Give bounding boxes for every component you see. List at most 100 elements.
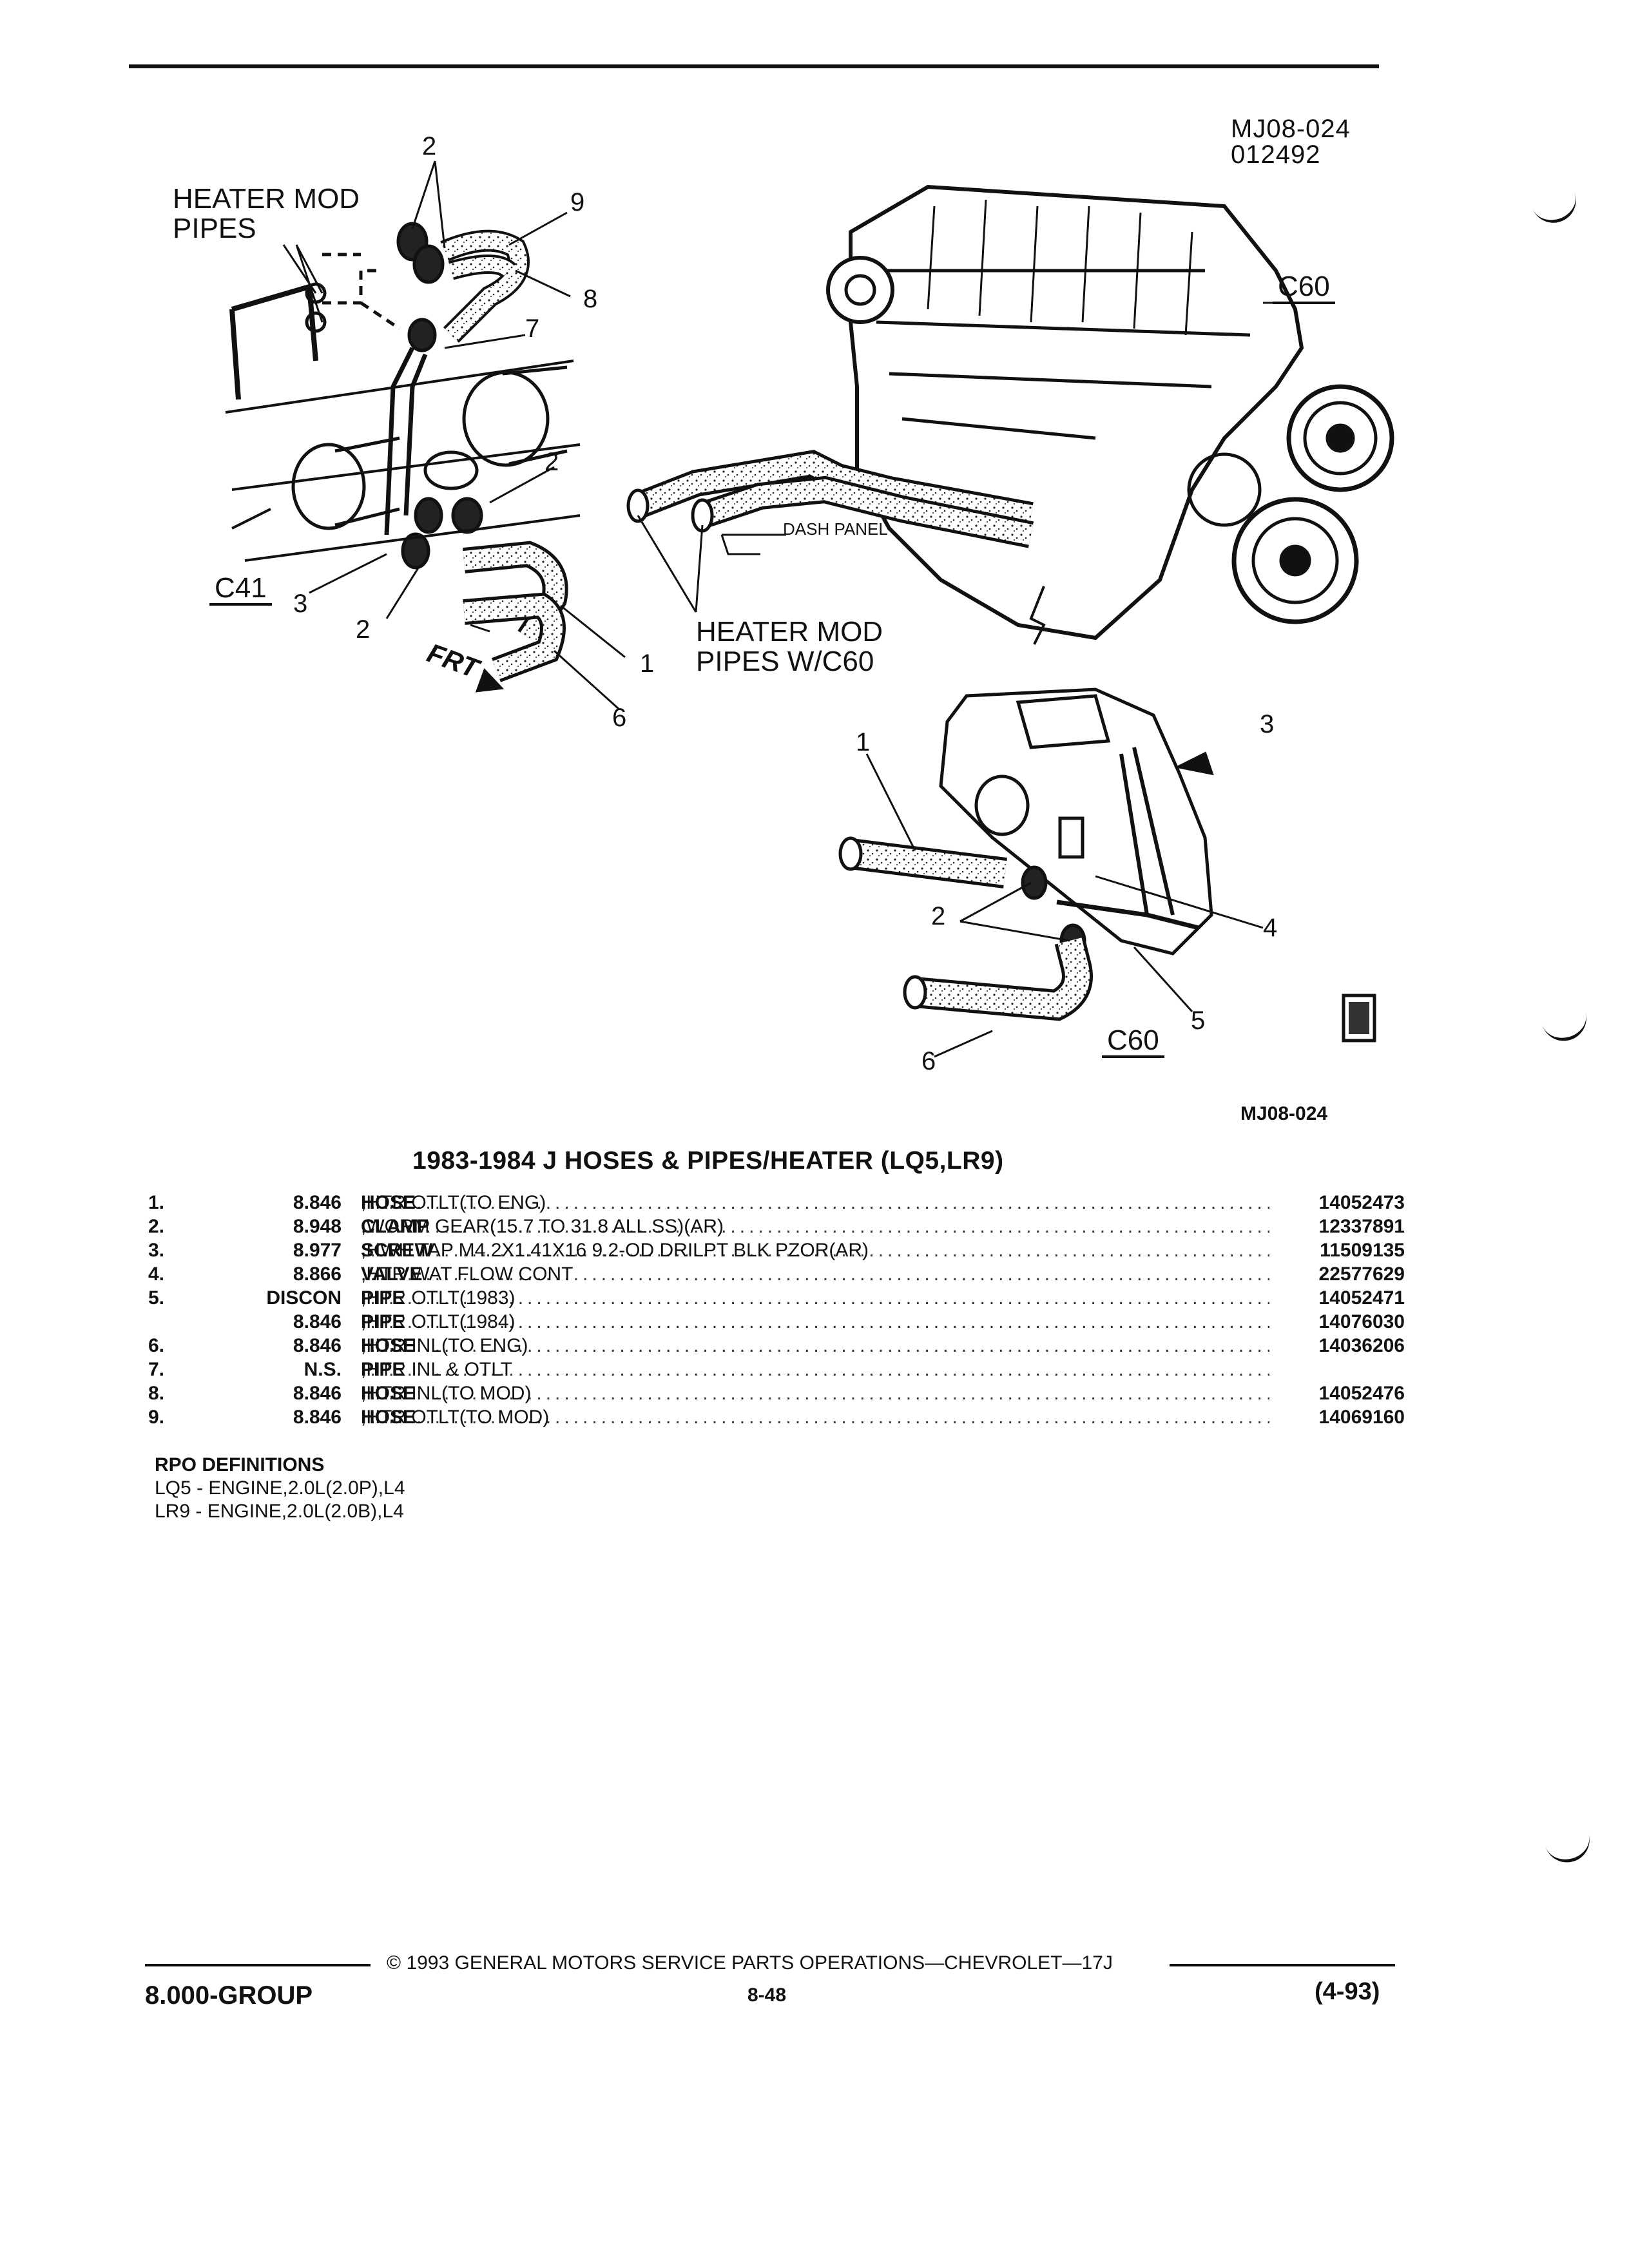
part-keyword: PIPE (361, 1311, 405, 1332)
group-number: 8.846 (293, 1407, 342, 1428)
part-keyword: HOSE (361, 1192, 416, 1213)
margin-mark (1543, 1827, 1595, 1868)
group-number: 8.846 (293, 1383, 342, 1404)
callout-number: 3 (1260, 710, 1275, 738)
group-number: 8.866 (293, 1264, 342, 1285)
part-number: 22577629 (1318, 1264, 1405, 1285)
callout-number: 9 (570, 188, 585, 216)
top-rule (129, 64, 1379, 68)
rpo-heading: RPO DEFINITIONS (155, 1454, 325, 1475)
parts-row: 4. 8.866 ...............................… (148, 1264, 1405, 1287)
section-title: 1983-1984 J HOSES & PIPES/HEATER (LQ5,LR… (412, 1147, 1004, 1175)
parts-illustration: FRT (225, 160, 1394, 1058)
part-number: 14076030 (1318, 1311, 1405, 1332)
dash-panel-label: DASH PANEL (783, 519, 888, 539)
parts-row: 1. 8.846 ...............................… (148, 1192, 1405, 1216)
part-description: ,HTR OTLT(1983) (361, 1287, 516, 1309)
part-number: 14052471 (1318, 1287, 1405, 1309)
part-description: ,HTR OTLT(1984) (361, 1311, 516, 1332)
callout-number: 3 (293, 590, 308, 618)
leader-dots: ........................................… (361, 1240, 1269, 1261)
c41-label: C41 (209, 573, 272, 606)
rpo-item: LR9 - ENGINE,2.0L(2.0B),L4 (155, 1501, 404, 1522)
leader-dots: ........................................… (361, 1192, 1269, 1213)
part-number: 11509135 (1320, 1240, 1405, 1261)
item-number: 1. (148, 1192, 165, 1213)
callout-number: 2 (931, 902, 946, 930)
item-number: 5. (148, 1287, 165, 1309)
clamp-icon (396, 222, 483, 570)
group-label: 8.000-GROUP (145, 1981, 313, 2010)
callout-number: 6 (921, 1047, 936, 1075)
part-description: ,HTR OTLT(TO ENG) (361, 1192, 546, 1213)
callout-number: 5 (1191, 1006, 1206, 1035)
leader-dots: ........................................… (361, 1407, 1269, 1428)
part-keyword: SCREW (361, 1240, 433, 1261)
diagram-date: 012492 (1231, 140, 1321, 169)
part-description: ,HTR INL & OTLT (361, 1359, 513, 1380)
parts-list: 1. 8.846 ...............................… (148, 1192, 1405, 1430)
part-keyword: CLAMP (361, 1216, 430, 1237)
parts-row: 2. 8.948 ...............................… (148, 1216, 1405, 1240)
item-number: 7. (148, 1359, 165, 1380)
part-keyword: HOSE (361, 1335, 416, 1356)
leader-dots: ........................................… (361, 1359, 1269, 1380)
part-keyword: PIPE (361, 1359, 405, 1380)
footer-rule-right (1170, 1964, 1395, 1966)
part-number: 14036206 (1318, 1335, 1405, 1356)
part-keyword: PIPE (361, 1287, 405, 1309)
group-number: 8.948 (293, 1216, 342, 1237)
part-number: 12337891 (1318, 1216, 1405, 1237)
item-number: 3. (148, 1240, 165, 1261)
leader-dots: ........................................… (361, 1287, 1269, 1309)
rpo-item: LQ5 - ENGINE,2.0L(2.0P),L4 (155, 1477, 405, 1499)
rpo-definitions: RPO DEFINITIONS LQ5 - ENGINE,2.0L(2.0P),… (155, 1454, 405, 1523)
part-description: ,HWH TAP M4.2X1.41X16 9.2-OD DRILPT BLK … (361, 1240, 869, 1261)
pulley-icon (1187, 384, 1394, 624)
engine-diagram (626, 184, 1394, 645)
gm-spo-logo-icon (1342, 994, 1376, 1043)
frt-label: FRT (423, 637, 485, 684)
callout-number: 2 (422, 132, 437, 160)
parts-row: 3. 8.977 ...............................… (148, 1240, 1405, 1264)
copyright-line: © 1993 GENERAL MOTORS SERVICE PARTS OPER… (387, 1952, 1113, 1974)
footer-rule-left (145, 1964, 371, 1966)
parts-row: 9. 8.846 ...............................… (148, 1407, 1405, 1430)
part-number: 14069160 (1318, 1407, 1405, 1428)
leader-dots: ........................................… (361, 1311, 1269, 1332)
group-number: 8.846 (293, 1335, 342, 1356)
parts-row: 8. 8.846 ...............................… (148, 1383, 1405, 1407)
callout-number: 6 (612, 704, 627, 732)
part-keyword: VALVE (361, 1264, 423, 1285)
valve-detail-diagram (838, 687, 1264, 1058)
page-number: 8-48 (747, 1984, 787, 2006)
part-description: ,HTR WAT FLOW CONT (361, 1264, 574, 1285)
heater-mod-pipes-label: HEATER MOD PIPES (173, 183, 360, 244)
diagram-code: MJ08-024 (1231, 115, 1351, 143)
callout-number: 2 (545, 448, 559, 476)
leader-dots: ........................................… (361, 1335, 1269, 1356)
part-description: ,WORM GEAR(15.7 TO 31.8 ALL SS)(AR) (361, 1216, 724, 1237)
callout-number: 1 (856, 728, 871, 756)
group-number: 8.977 (293, 1240, 342, 1261)
group-number: 8.846 (293, 1192, 342, 1213)
part-description: ,HTR OTLT(TO MOD) (361, 1407, 550, 1428)
item-number: 2. (148, 1216, 165, 1237)
parts-row: 7. N.S. ................................… (148, 1359, 1405, 1383)
group-number: DISCON (266, 1287, 342, 1309)
leader-dots: ........................................… (361, 1383, 1269, 1404)
callout-number: 1 (640, 649, 655, 678)
heater-mod-pipes-c60-label: HEATER MOD PIPES W/C60 (696, 616, 883, 677)
parts-row: 8.846 ..................................… (148, 1311, 1405, 1335)
part-description: ,HTR INL(TO ENG) (361, 1335, 528, 1356)
leader-dots: ........................................… (361, 1264, 1269, 1285)
figure-code: MJ08-024 (1240, 1103, 1328, 1124)
part-number: 14052476 (1318, 1383, 1405, 1404)
item-number: 9. (148, 1407, 165, 1428)
part-keyword: HOSE (361, 1407, 416, 1428)
group-number: 8.846 (293, 1311, 342, 1332)
parts-row: 5. DISCON ..............................… (148, 1287, 1405, 1311)
c60-label: C60 (1273, 272, 1335, 304)
part-keyword: HOSE (361, 1383, 416, 1404)
revision-date: (4-93) (1315, 1978, 1380, 2005)
